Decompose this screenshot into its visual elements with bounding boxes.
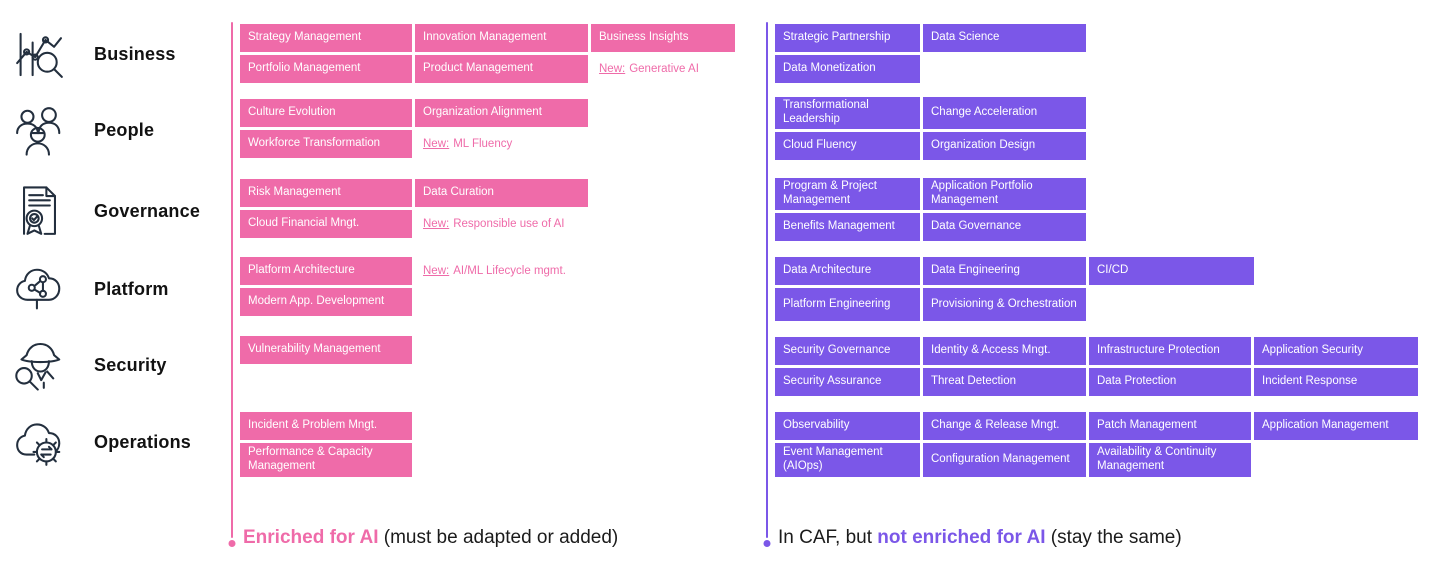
new-capability-generative-ai: New:Generative AI — [591, 55, 707, 83]
capability-box-standard: Data Architecture — [775, 257, 920, 285]
new-label: New: — [423, 218, 450, 230]
capability-box-standard: Change & Release Mngt. — [923, 412, 1086, 440]
legend-standard-highlight: not enriched for AI — [877, 527, 1046, 548]
legend-enriched-highlight: Enriched for AI — [243, 527, 379, 548]
capability-box-standard: Threat Detection — [923, 368, 1086, 396]
legend-standard: In CAF, but not enriched for AI (stay th… — [778, 527, 1182, 549]
perspective-operations: Operations — [10, 413, 191, 471]
capability-box-standard: Infrastructure Protection — [1089, 337, 1251, 365]
cloud-circuit-icon — [10, 260, 68, 318]
new-label: New: — [423, 265, 450, 277]
capability-box-standard: Data Protection — [1089, 368, 1251, 396]
capability-box-standard: Platform Engineering — [775, 288, 920, 321]
legend-standard-rest: (stay the same) — [1045, 527, 1182, 548]
capability-box-standard: Application Security — [1254, 337, 1418, 365]
new-capability-responsible-ai: New:Responsible use of AI — [415, 210, 572, 238]
people-group-icon — [10, 101, 68, 159]
perspective-business: Business — [10, 25, 176, 83]
new-capability-text: ML Fluency — [453, 138, 513, 150]
capability-box-standard: Patch Management — [1089, 412, 1251, 440]
capability-box-standard: Security Governance — [775, 337, 920, 365]
detective-magnifier-icon — [10, 336, 68, 394]
capability-box-standard: Transformational Leadership — [775, 97, 920, 129]
capability-box-standard: Program & Project Management — [775, 178, 920, 210]
perspective-label: Governance — [94, 200, 201, 221]
capability-box-standard: Data Science — [923, 24, 1086, 52]
capability-box-enriched: Incident & Problem Mngt. — [240, 412, 412, 440]
new-label: New: — [423, 138, 450, 150]
capability-box-enriched: Risk Management — [240, 179, 412, 207]
capability-box-standard: Configuration Management — [923, 443, 1086, 477]
capability-box-enriched: Business Insights — [591, 24, 735, 52]
capability-box-enriched: Vulnerability Management — [240, 336, 412, 364]
standard-section-rule — [766, 22, 768, 538]
capability-box-standard: Data Governance — [923, 213, 1086, 241]
capability-box-standard: Identity & Access Mngt. — [923, 337, 1086, 365]
capability-box-enriched: Portfolio Management — [240, 55, 412, 83]
chart-magnifier-icon — [10, 25, 68, 83]
capability-box-enriched: Workforce Transformation — [240, 130, 412, 158]
capability-box-standard: Observability — [775, 412, 920, 440]
capability-box-enriched: Cloud Financial Mngt. — [240, 210, 412, 238]
capability-box-enriched: Modern App. Development — [240, 288, 412, 316]
legend-enriched-rest: (must be adapted or added) — [378, 527, 619, 548]
perspective-platform: Platform — [10, 260, 169, 318]
perspective-label: Platform — [94, 278, 169, 299]
new-capability-text: AI/ML Lifecycle mgmt. — [453, 265, 566, 277]
capability-box-standard: Security Assurance — [775, 368, 920, 396]
perspective-label: Operations — [94, 431, 192, 452]
new-capability-text: Responsible use of AI — [453, 218, 565, 230]
legend-enriched: Enriched for AI (must be adapted or adde… — [243, 527, 618, 549]
capability-box-enriched: Platform Architecture — [240, 257, 412, 285]
cloud-gear-icon — [10, 413, 68, 471]
capability-box-standard: Organization Design — [923, 132, 1086, 160]
new-label: New: — [599, 63, 626, 75]
capability-box-standard: Cloud Fluency — [775, 132, 920, 160]
capability-box-enriched: Product Management — [415, 55, 588, 83]
perspective-security: Security — [10, 336, 167, 394]
perspective-label: Business — [94, 43, 176, 64]
capability-box-enriched: Data Curation — [415, 179, 588, 207]
legend-standard-pre: In CAF, but — [778, 527, 878, 548]
capability-box-enriched: Strategy Management — [240, 24, 412, 52]
capability-box-standard: Provisioning & Orchestration — [923, 288, 1086, 321]
capability-box-standard: Incident Response — [1254, 368, 1418, 396]
perspective-people: People — [10, 101, 154, 159]
enriched-section-rule — [231, 22, 233, 538]
new-capability-text: Generative AI — [629, 63, 699, 75]
capability-box-standard: Benefits Management — [775, 213, 920, 241]
capability-box-standard: Application Management — [1254, 412, 1418, 440]
capability-box-standard: Availability & Continuity Management — [1089, 443, 1251, 477]
capability-box-standard: CI/CD — [1089, 257, 1254, 285]
new-capability-aiml-lifecycle: New:AI/ML Lifecycle mgmt. — [415, 257, 574, 285]
perspective-label: People — [94, 119, 155, 140]
capability-box-enriched: Performance & Capacity Management — [240, 443, 412, 477]
capability-box-standard: Event Management (AIOps) — [775, 443, 920, 477]
certificate-document-icon — [10, 182, 68, 240]
capability-box-standard: Change Acceleration — [923, 97, 1086, 129]
capability-box-standard: Application Portfolio Management — [923, 178, 1086, 210]
capability-box-standard: Data Engineering — [923, 257, 1086, 285]
capability-box-enriched: Innovation Management — [415, 24, 588, 52]
capability-box-enriched: Culture Evolution — [240, 99, 412, 127]
new-capability-ml-fluency: New:ML Fluency — [415, 130, 520, 158]
perspective-label: Security — [94, 354, 167, 375]
capability-box-enriched: Organization Alignment — [415, 99, 588, 127]
perspective-governance: Governance — [10, 182, 200, 240]
capability-box-standard: Data Monetization — [775, 55, 920, 83]
capability-box-standard: Strategic Partnership — [775, 24, 920, 52]
